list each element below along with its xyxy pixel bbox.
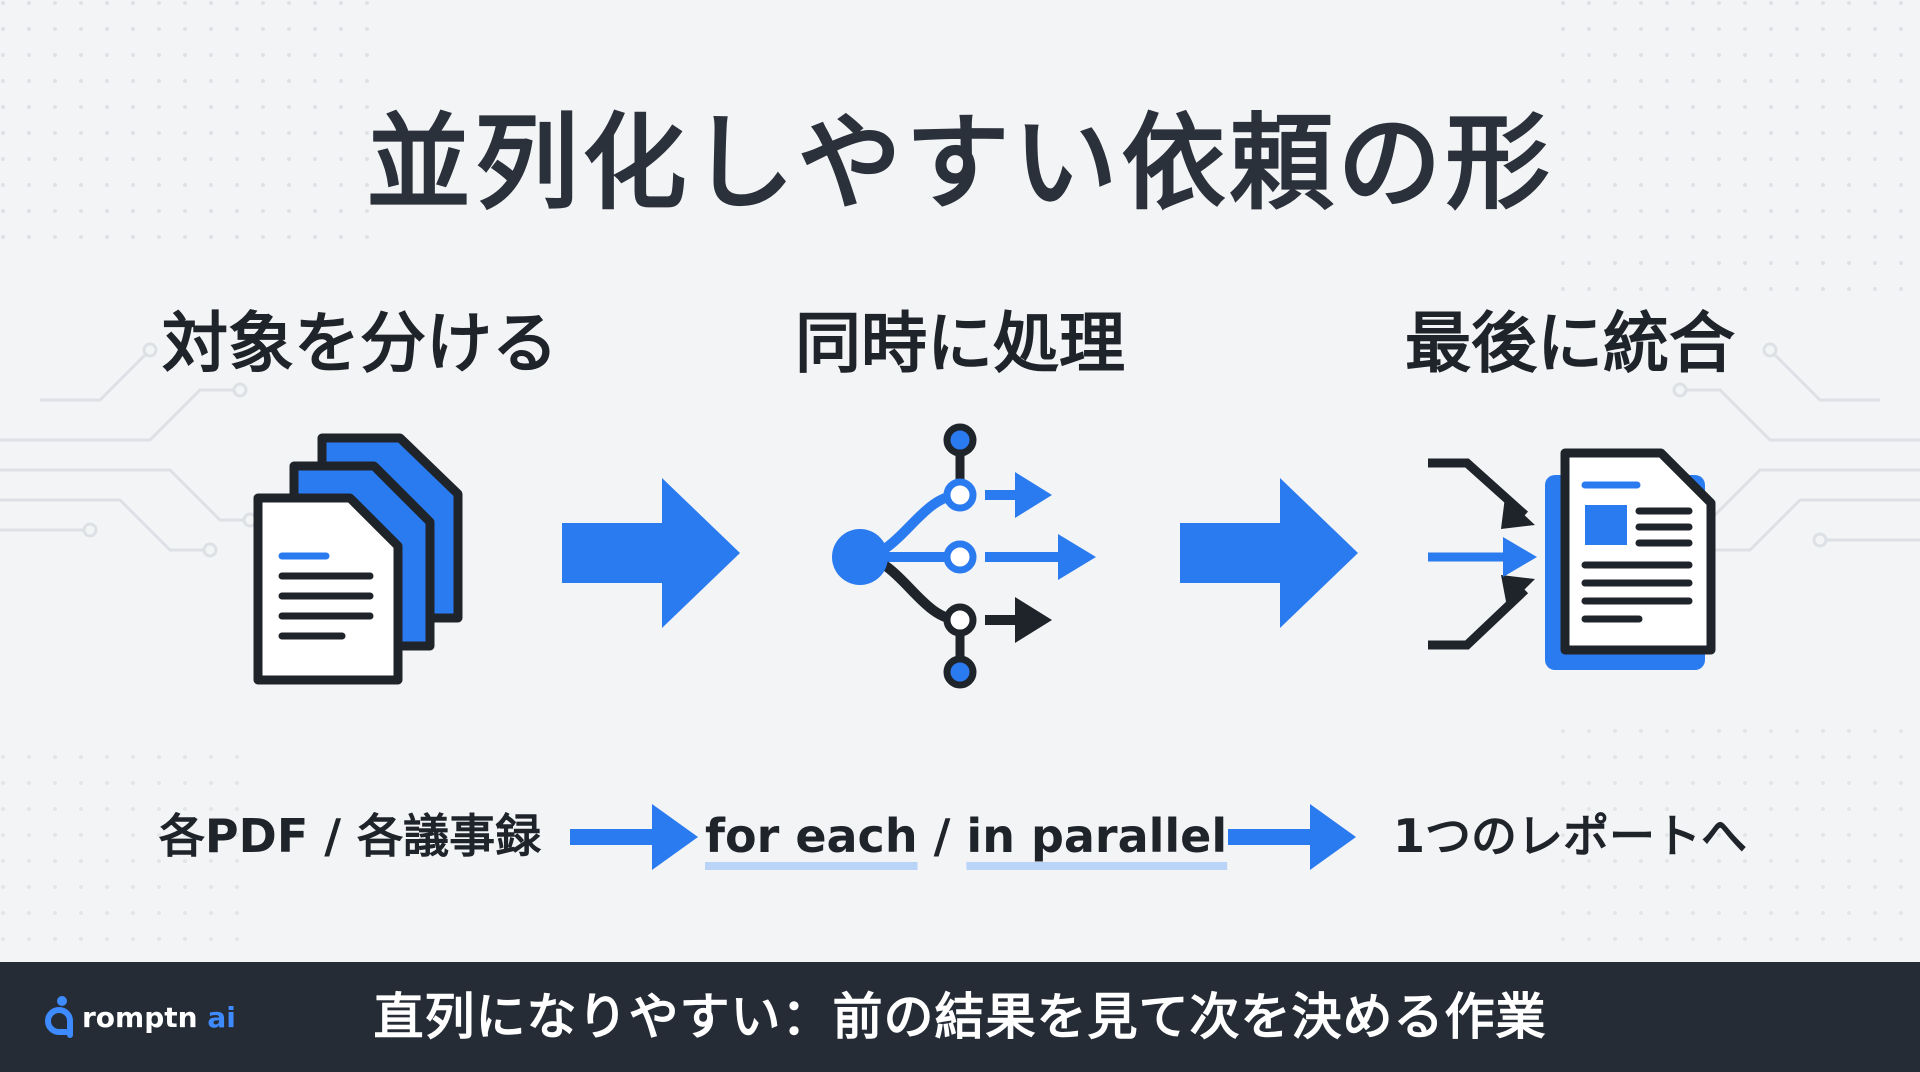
step-1-title: 対象を分ける — [162, 305, 558, 382]
label-separator: / — [917, 809, 967, 863]
arrow-right-icon — [1180, 478, 1358, 628]
small-arrow-right-icon — [570, 804, 698, 870]
arrow-right-icon — [562, 478, 740, 628]
branching-process-icon — [832, 423, 1096, 689]
step-2-title: 同時に処理 — [795, 305, 1125, 382]
footer-caption: 直列になりやすい：前の結果を見て次を決める作業 — [373, 988, 1547, 1046]
page-title: 並列化しやすい依頼の形 — [366, 102, 1554, 224]
small-arrow-right-icon — [1228, 804, 1356, 870]
logo-mark-icon — [45, 996, 73, 1038]
circuit-background — [0, 0, 1920, 960]
step-3-title: 最後に統合 — [1405, 305, 1735, 382]
in-parallel-text: in parallel — [966, 809, 1228, 863]
step-3-label: 1つのレポートへ — [1392, 809, 1747, 863]
merge-report-icon — [1428, 448, 1716, 670]
footer-bar: romptn ai 直列になりやすい：前の結果を見て次を決める作業 — [0, 962, 1920, 1072]
step-1-label: 各PDF / 各議事録 — [158, 809, 542, 863]
stacked-documents-icon — [253, 433, 463, 685]
for-each-text: for each — [705, 809, 918, 863]
step-2-label: for each / in parallel — [705, 808, 1227, 864]
logo-text: romptn ai — [82, 1000, 236, 1034]
brand-logo: romptn ai — [42, 992, 236, 1042]
